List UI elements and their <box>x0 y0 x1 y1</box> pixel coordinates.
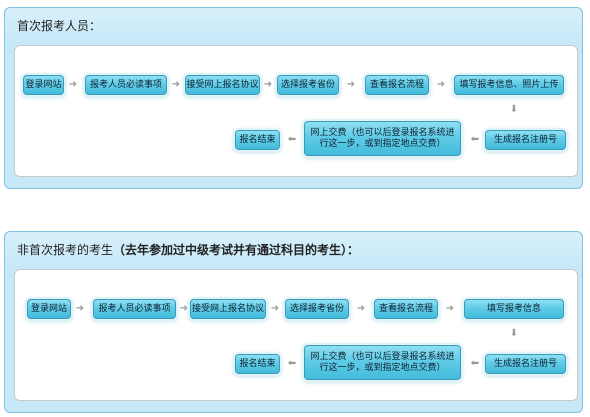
arrow-left-icon: ⬅ <box>470 134 480 145</box>
first-time-panel: 首次报考人员： 登录网站 ➜ 报考人员必读事项 ➜ 接受网上报名协议 ➜ 选择报… <box>4 7 583 189</box>
arrow-right-icon: ➜ <box>445 303 455 314</box>
step-view-process[interactable]: 查看报名流程 <box>374 299 438 319</box>
arrow-right-icon: ➜ <box>179 303 189 314</box>
step-accept-agreement[interactable]: 接受网上报名协议 <box>185 75 260 95</box>
arrow-right-icon: ➜ <box>75 303 85 314</box>
returning-title: 非首次报考的考生（去年参加过中级考试并有通过科目的考生）： <box>17 241 359 258</box>
step-online-payment[interactable]: 网上交费（也可以后登录报名系统进行这一步，或到指定地点交费） <box>304 345 461 380</box>
arrow-down-icon: ⬇ <box>509 104 519 115</box>
step-fill-info[interactable]: 填写报考信息 <box>464 299 564 319</box>
step-generate-number[interactable]: 生成报名注册号 <box>485 130 566 150</box>
step-fill-info-photo[interactable]: 填写报考信息、照片上传 <box>454 75 564 95</box>
first-time-title: 首次报考人员： <box>17 17 101 34</box>
step-select-province[interactable]: 选择报考省份 <box>285 299 349 319</box>
step-login[interactable]: 登录网站 <box>23 75 64 95</box>
arrow-right-icon: ➜ <box>263 79 273 90</box>
step-read-notice[interactable]: 报考人员必读事项 <box>93 299 176 319</box>
arrow-left-icon: ⬅ <box>287 358 297 369</box>
arrow-right-icon: ➜ <box>436 79 446 90</box>
arrow-right-icon: ➜ <box>346 79 356 90</box>
arrow-right-icon: ➜ <box>356 303 366 314</box>
arrow-left-icon: ⬅ <box>287 134 297 145</box>
returning-title-text: 非首次报考的考生 <box>17 243 114 257</box>
arrow-right-icon: ➜ <box>171 79 181 90</box>
step-login[interactable]: 登录网站 <box>27 299 71 319</box>
returning-panel: 非首次报考的考生（去年参加过中级考试并有通过科目的考生）： 登录网站 ➜ 报考人… <box>4 231 583 413</box>
returning-title-note: （去年参加过中级考试并有通过科目的考生）： <box>113 243 360 257</box>
first-time-title-text: 首次报考人员： <box>17 19 102 33</box>
step-finish[interactable]: 报名结束 <box>235 130 280 150</box>
step-read-notice[interactable]: 报考人员必读事项 <box>85 75 167 95</box>
arrow-down-icon: ⬇ <box>509 328 519 339</box>
first-time-flow: 登录网站 ➜ 报考人员必读事项 ➜ 接受网上报名协议 ➜ 选择报考省份 ➜ 查看… <box>14 45 578 177</box>
arrow-right-icon: ➜ <box>68 79 78 90</box>
step-finish[interactable]: 报名结束 <box>235 354 280 374</box>
arrow-left-icon: ⬅ <box>470 358 480 369</box>
step-generate-number[interactable]: 生成报名注册号 <box>485 354 566 374</box>
step-view-process[interactable]: 查看报名流程 <box>365 75 429 95</box>
step-online-payment[interactable]: 网上交费（也可以后登录报名系统进行这一步，或到指定地点交费） <box>304 121 461 156</box>
arrow-right-icon: ➜ <box>270 303 280 314</box>
returning-flow: 登录网站 ➜ 报考人员必读事项 ➜ 接受网上报名协议 ➜ 选择报考省份 ➜ 查看… <box>14 269 578 401</box>
step-select-province[interactable]: 选择报考省份 <box>277 75 339 95</box>
step-accept-agreement[interactable]: 接受网上报名协议 <box>190 299 266 319</box>
